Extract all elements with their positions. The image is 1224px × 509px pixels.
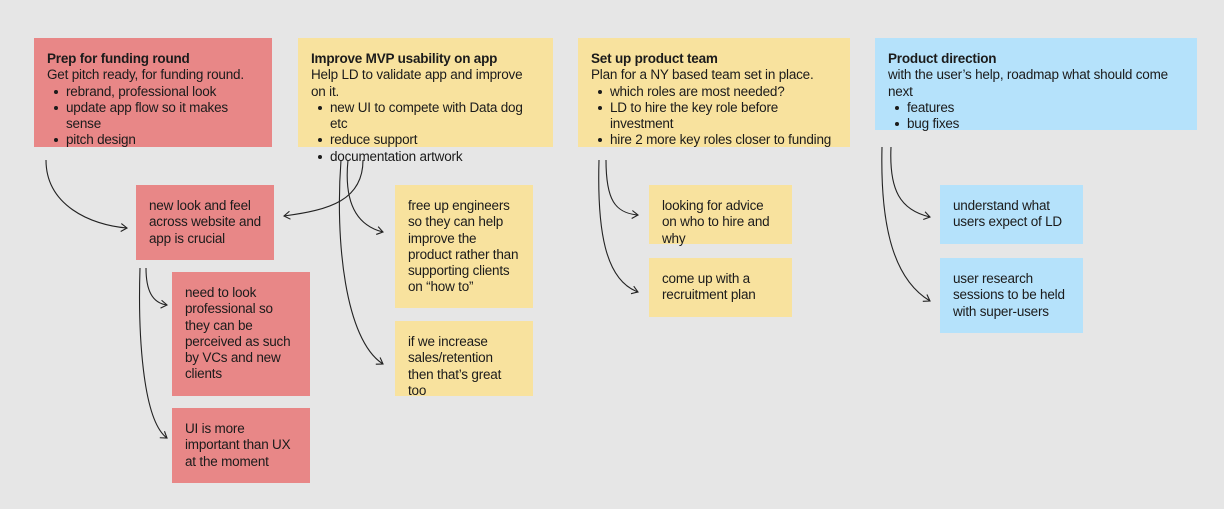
column-bullets: which roles are most needed? LD to hire … [591,84,837,149]
column-subtitle: Get pitch ready, for funding round. [47,67,244,83]
column-bullets: rebrand, professional look update app fl… [47,84,259,149]
arrow-mvp-to-look-feel [283,159,364,220]
bullet-item: reduce support [318,132,540,148]
column-header-mvp: Improve MVP usability on app Help LD to … [298,38,553,164]
bullet-item: LD to hire the key role before investmen… [598,100,837,133]
bullet-item: hire 2 more key roles closer to funding [598,132,837,148]
column-bullets: features bug fixes [888,100,1184,133]
note-recruitment-plan: come up with a recruitment plan [649,258,792,317]
column-title: Set up product team [591,51,718,66]
arrow-direction-to-research [881,146,931,302]
column-title: Improve MVP usability on app [311,51,498,66]
column-header-prep: Prep for funding round Get pitch ready, … [34,38,272,147]
column-subtitle: Plan for a NY based team set in place. [591,67,814,83]
column-title: Prep for funding round [47,51,190,66]
column-header-team: Set up product team Plan for a NY based … [578,38,850,147]
note-hiring-advice: looking for advice on who to hire and wh… [649,185,792,246]
note-user-research: user research sessions to be held with s… [940,258,1083,333]
arrow-team-to-advice [605,159,639,219]
column-subtitle: Help LD to validate app and improve on i… [311,67,523,99]
bullet-item: pitch design [54,132,259,148]
note-free-up-engineers: free up engineers so they can help impro… [395,185,533,308]
note-look-and-feel: new look and feel across website and app… [136,185,274,260]
bullet-item: features [895,100,1184,116]
note-understand-users: understand what users expect of LD [940,185,1083,244]
bullet-item: new UI to compete with Data dog etc [318,100,540,133]
column-subtitle: with the user’s help, roadmap what shoul… [888,67,1168,99]
column-title: Product direction [888,51,997,66]
arrow-prep-to-look-feel [45,159,128,232]
bullet-item: bug fixes [895,116,1184,132]
bullet-item: rebrand, professional look [54,84,259,100]
arrow-look-feel-to-ui-ux [139,267,168,439]
column-header-direction: Product direction with the user’s help, … [875,38,1197,133]
bullet-item: which roles are most needed? [598,84,837,100]
note-sales-retention: if we increase sales/retention then that… [395,321,533,398]
column-bullets: new UI to compete with Data dog etc redu… [311,100,540,165]
arrow-team-to-recruitment [598,159,639,295]
arrow-direction-to-understand [890,146,931,221]
note-ui-over-ux: UI is more important than UX at the mome… [172,408,310,483]
bullet-item: documentation artwork [318,149,540,165]
bullet-item: update app flow so it makes sense [54,100,259,133]
arrow-mvp-to-sales [338,159,384,365]
arrow-look-feel-to-professional [145,267,168,309]
note-look-professional: need to look professional so they can be… [172,272,310,396]
arrow-mvp-to-free-engineers [346,159,384,235]
